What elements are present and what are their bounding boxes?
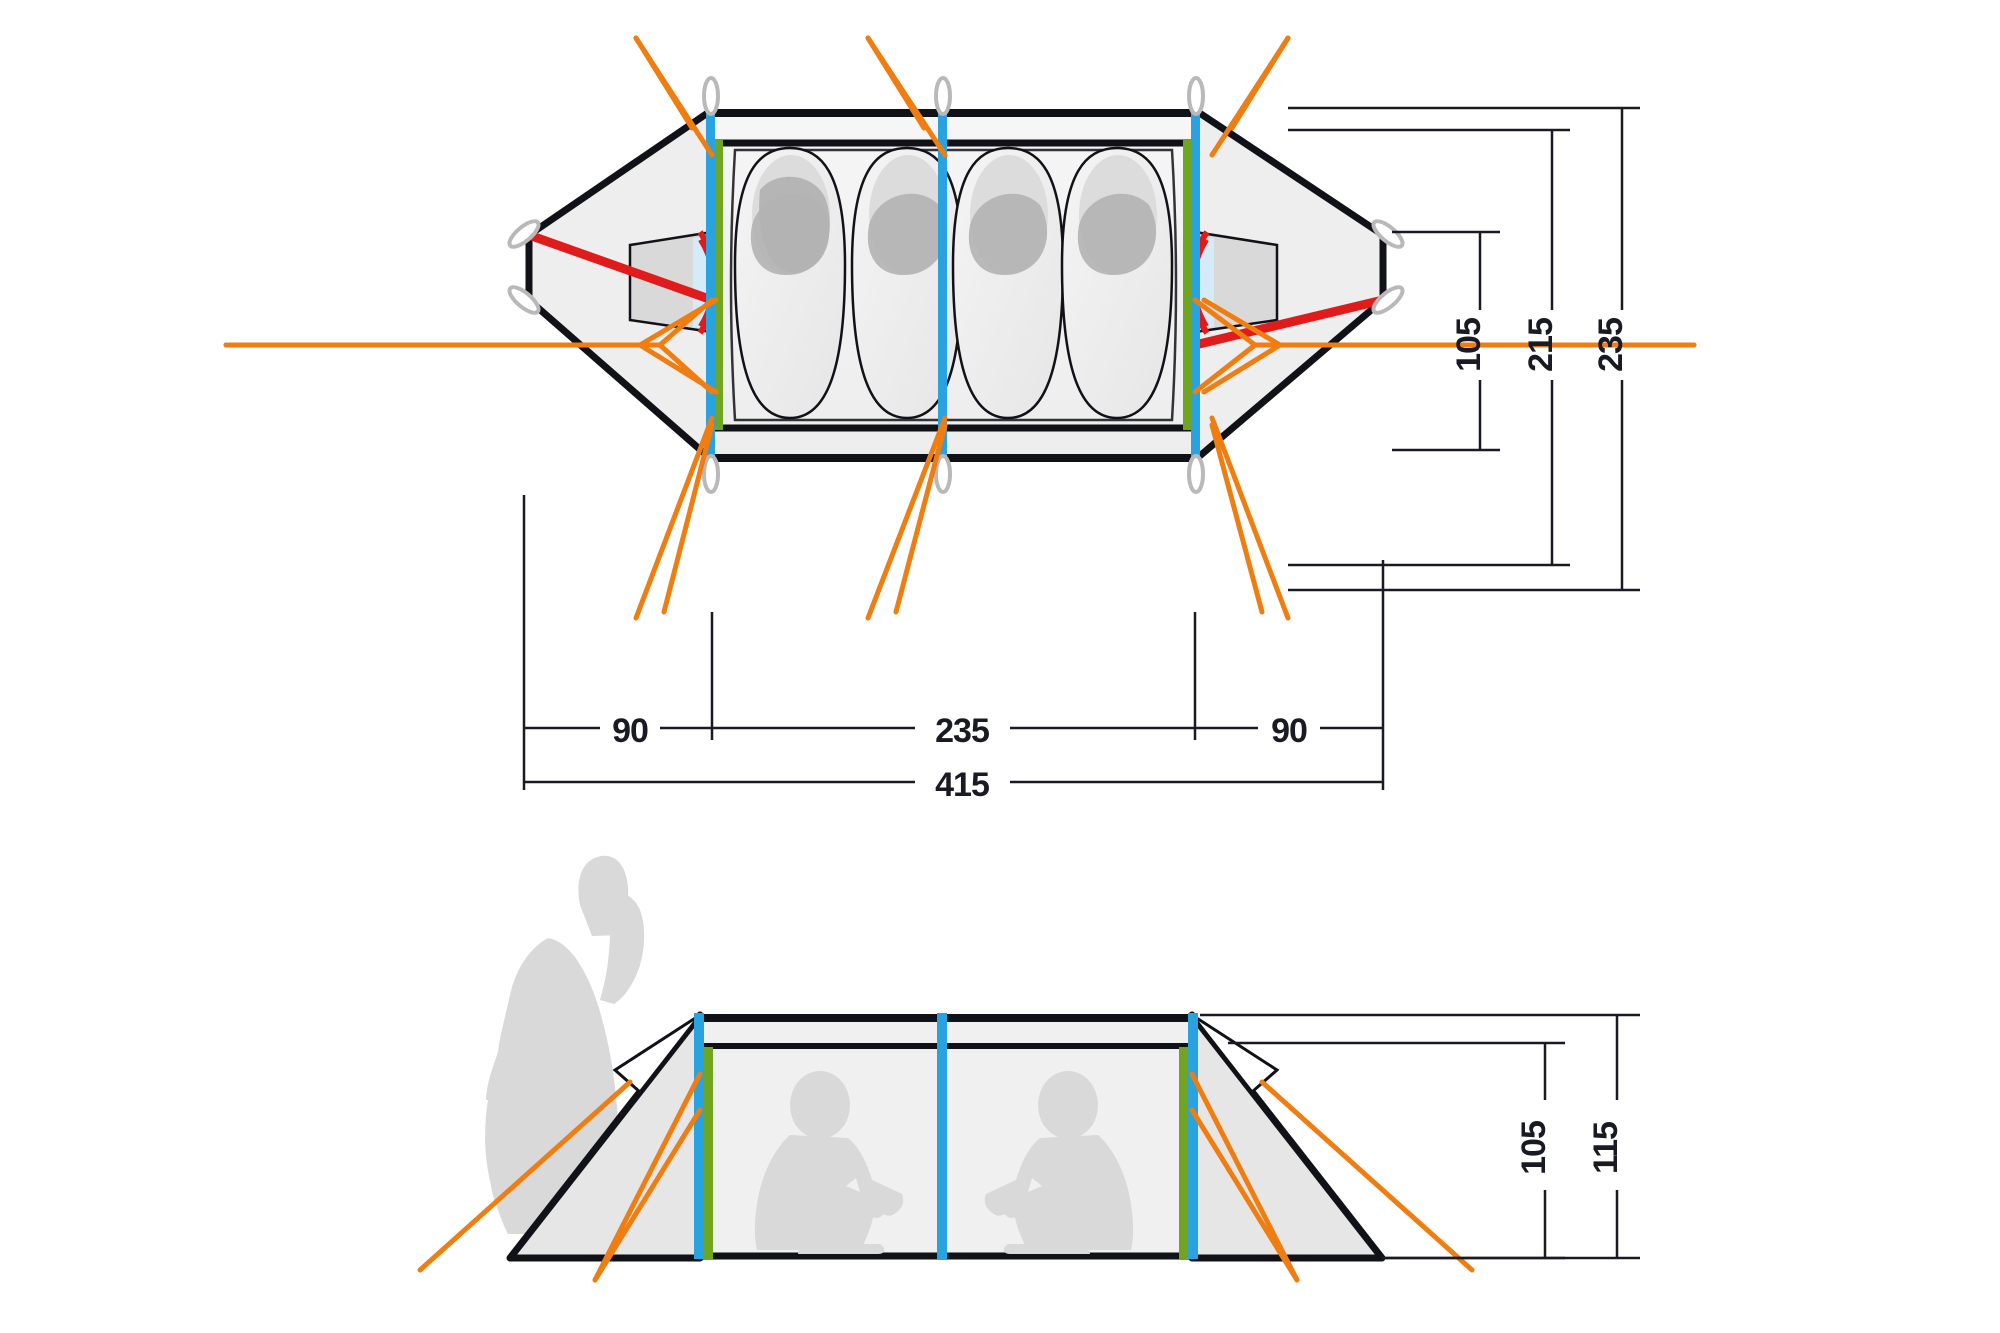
horizontal-dimensions-top-view	[522, 495, 1385, 790]
door-right-edge-bottom	[1193, 295, 1385, 350]
dimension-label-235-width: 235	[1592, 318, 1630, 372]
dimension-label-90-left: 90	[612, 712, 648, 750]
sleeping-pad	[850, 146, 964, 420]
peg-loop-icon	[702, 454, 720, 494]
dimension-label-90-right: 90	[1271, 712, 1307, 750]
sleeping-pad	[951, 146, 1065, 420]
pole-right-blue-side	[1188, 1013, 1198, 1259]
peg-loop-icon	[1187, 76, 1205, 116]
vertical-dimensions-side-view	[1200, 1013, 1640, 1260]
peg-loop-icon	[507, 285, 541, 315]
pole-left-green-side	[704, 1047, 713, 1259]
dimension-label-105-height: 105	[1515, 1121, 1553, 1175]
sleeping-pad	[733, 146, 847, 420]
sleeping-pads-group	[733, 146, 1174, 420]
poles-top-view	[706, 108, 1200, 462]
peg-loop-icon	[1187, 454, 1205, 494]
sleeping-pad	[1060, 146, 1174, 420]
top-view-group: 105 215 235 90 235 90 415	[223, 35, 1697, 804]
pole-left-green	[715, 140, 723, 430]
peg-loops-top-view	[507, 76, 1405, 494]
inner-tent-outline	[729, 148, 1178, 422]
poles-side-view	[694, 1013, 1198, 1259]
pole-right-blue	[1191, 108, 1200, 462]
pole-center-blue	[938, 108, 947, 462]
pole-left-blue-side	[694, 1013, 704, 1259]
guylines-entrance	[223, 297, 1697, 395]
peg-loop-icon	[1371, 285, 1405, 315]
peg-loop-icon	[702, 76, 720, 116]
seated-person-silhouette	[754, 1071, 904, 1254]
dimension-label-215-width: 215	[1522, 318, 1560, 372]
vertical-dimensions-top-view	[1288, 106, 1640, 592]
dimension-label-415-total: 415	[935, 766, 989, 804]
dimension-label-235-length: 235	[935, 712, 989, 750]
side-view-group: 105 115	[417, 855, 1640, 1283]
dimension-label-115-height: 115	[1587, 1122, 1625, 1174]
peg-loop-icon	[934, 76, 952, 116]
pole-left-blue	[706, 108, 715, 462]
pole-center-blue-side	[937, 1013, 947, 1259]
dimension-label-105-width: 105	[1450, 318, 1488, 372]
peg-loop-icon	[507, 219, 541, 249]
peg-loop-icon	[1371, 219, 1405, 249]
door-left-edge-top	[527, 230, 714, 305]
pole-right-green-side	[1179, 1047, 1188, 1259]
guylines-side-view	[417, 1071, 1475, 1283]
peg-loop-icon	[934, 454, 952, 494]
seated-person-silhouette	[984, 1071, 1134, 1254]
seated-people-silhouettes	[754, 1071, 1134, 1254]
pole-right-green	[1183, 140, 1191, 430]
